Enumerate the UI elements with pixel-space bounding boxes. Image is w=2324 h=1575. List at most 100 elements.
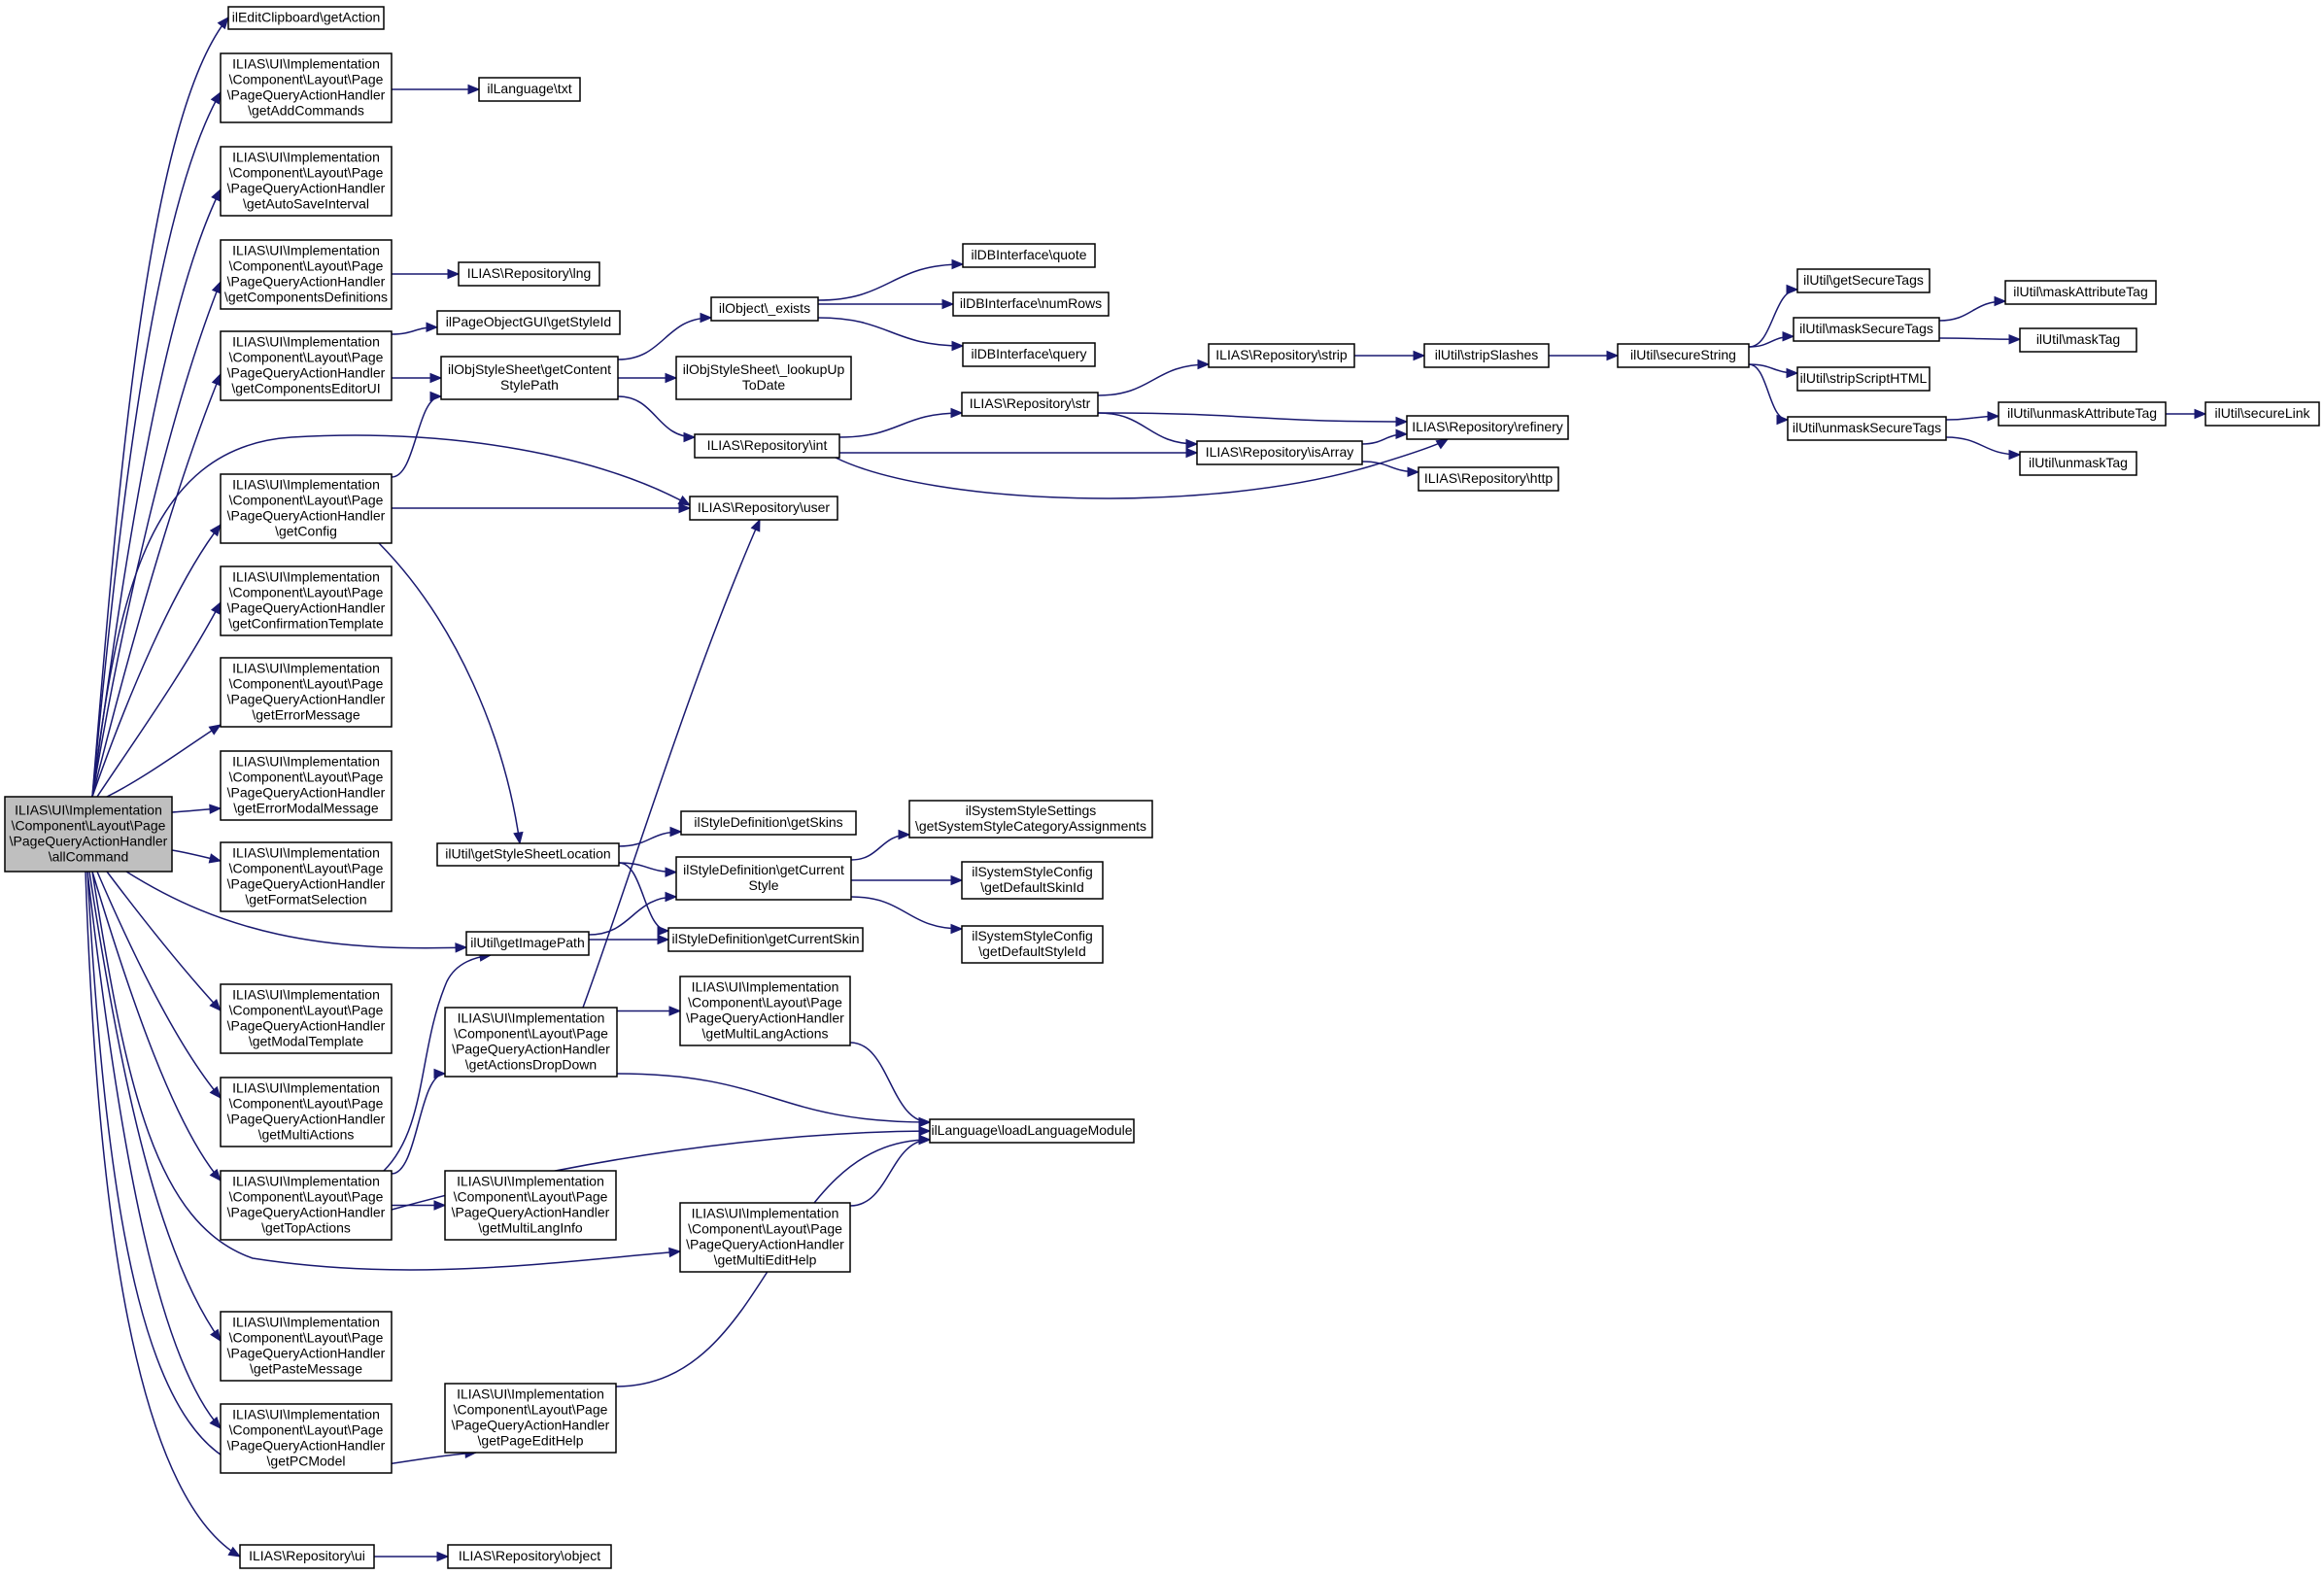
edge-n24-to-n21 (582, 519, 761, 1009)
node-n56[interactable]: ilUtil\unmaskAttributeTag (1998, 401, 2167, 427)
node-label-line: ILIAS\UI\Implementation (458, 1010, 605, 1026)
node-n51[interactable]: ilUtil\maskSecureTags (1793, 317, 1940, 342)
node-box (220, 1077, 393, 1147)
edge-n45-to-n48-arrowhead (1413, 350, 1426, 361)
node-label-line: \getComponentsEditorUI (231, 381, 380, 396)
node-n15[interactable]: ILIAS\UI\Implementation\Component\Layout… (220, 1403, 393, 1474)
node-n36[interactable]: ilLanguage\loadLanguageModule (929, 1118, 1135, 1144)
node-n28[interactable]: ilObject\_exists (710, 296, 819, 322)
node-n13[interactable]: ILIAS\UI\Implementation\Component\Layout… (220, 1170, 393, 1241)
node-n33[interactable]: ilStyleDefinition\getCurrentSkin (667, 927, 864, 952)
node-label-line: ilUtil\secureLink (2214, 405, 2310, 421)
node-n41[interactable]: ILIAS\Repository\isArray (1196, 440, 1363, 465)
edges-layer (85, 16, 2207, 1562)
node-n49[interactable]: ilUtil\secureString (1617, 343, 1750, 368)
node-n3[interactable]: ILIAS\UI\Implementation\Component\Layout… (220, 146, 393, 217)
node-box (239, 1544, 375, 1569)
node-label-line: ilUtil\secureString (1630, 347, 1736, 362)
edge-n6-to-n21-arrowhead (678, 502, 692, 514)
node-n37[interactable]: ilDBInterface\quote (962, 243, 1096, 268)
node-n44[interactable]: ilSystemStyleConfig\getDefaultStyleId (961, 925, 1104, 964)
node-n25[interactable]: ILIAS\UI\Implementation\Component\Layout… (444, 1170, 617, 1241)
edge-n22-to-n32-arrowhead (665, 867, 678, 877)
node-n39[interactable]: ilDBInterface\query (962, 342, 1096, 367)
node-n43[interactable]: ilSystemStyleConfig\getDefaultSkinId (961, 861, 1104, 900)
node-n17[interactable]: ilLanguage\txt (478, 77, 581, 102)
node-label-line: \getMultiEditHelp (714, 1252, 817, 1268)
node-box (962, 342, 1096, 367)
node-n12[interactable]: ILIAS\UI\Implementation\Component\Layout… (220, 1077, 393, 1147)
node-label-line: \Component\Layout\Page (229, 1189, 384, 1205)
node-label-line: ilUtil\maskTag (2036, 331, 2120, 347)
node-box (667, 927, 864, 952)
node-n1[interactable]: ilEditClipboard\getAction (227, 6, 385, 30)
edge-n28-to-n37 (817, 263, 964, 301)
node-n9[interactable]: ILIAS\UI\Implementation\Component\Layout… (220, 750, 393, 821)
node-n27[interactable]: ILIAS\Repository\object (447, 1544, 612, 1569)
node-n30[interactable]: ILIAS\Repository\int (694, 433, 840, 459)
edge-n49-to-n53-arrowhead (1776, 414, 1790, 426)
node-box (908, 800, 1153, 839)
edge-n49-to-n50-arrowhead (1786, 284, 1799, 295)
node-root[interactable]: ILIAS\UI\Implementation\Component\Layout… (4, 796, 173, 873)
node-n24[interactable]: ILIAS\UI\Implementation\Component\Layout… (444, 1007, 618, 1078)
node-n6[interactable]: ILIAS\UI\Implementation\Component\Layout… (220, 473, 393, 544)
node-label-line: \Component\Layout\Page (229, 350, 384, 365)
node-n18[interactable]: ILIAS\Repository\lng (458, 261, 600, 287)
node-box (962, 243, 1096, 268)
node-n52[interactable]: ilUtil\stripScriptHTML (1796, 366, 1931, 392)
node-label-line: StylePath (500, 377, 559, 393)
node-label-line: \Component\Layout\Page (229, 861, 384, 876)
node-n7[interactable]: ILIAS\UI\Implementation\Component\Layout… (220, 565, 393, 636)
node-n48[interactable]: ilUtil\stripSlashes (1423, 343, 1550, 368)
node-label-line: ILIAS\UI\Implementation (232, 150, 380, 165)
node-n42[interactable]: ilSystemStyleSettings\getSystemStyleCate… (908, 800, 1153, 839)
node-n55[interactable]: ilUtil\maskTag (2019, 327, 2137, 353)
node-label-line: \getAutoSaveInterval (243, 196, 369, 212)
node-n16[interactable]: ILIAS\Repository\ui (239, 1544, 375, 1569)
node-n10[interactable]: ILIAS\UI\Implementation\Component\Layout… (220, 841, 393, 912)
node-label-line: \PageQueryActionHandler (227, 692, 386, 707)
node-n50[interactable]: ilUtil\getSecureTags (1796, 268, 1931, 293)
node-n8[interactable]: ILIAS\UI\Implementation\Component\Layout… (220, 657, 393, 728)
edge-root-to-n14-arrowhead (210, 1328, 222, 1343)
node-n58[interactable]: ilUtil\secureLink (2204, 401, 2320, 427)
node-n22[interactable]: ilUtil\getStyleSheetLocation (436, 842, 620, 867)
node-label-line: \Component\Layout\Page (229, 1096, 384, 1112)
edge-n13-to-n23 (383, 954, 492, 1172)
node-n21[interactable]: ILIAS\Repository\user (689, 496, 838, 521)
node-n40[interactable]: ILIAS\Repository\str (961, 392, 1099, 417)
node-n23[interactable]: ilUtil\getImagePath (465, 931, 590, 956)
node-n57[interactable]: ilUtil\unmaskTag (2019, 451, 2137, 476)
node-n46[interactable]: ILIAS\Repository\refinery (1406, 415, 1569, 440)
node-n47[interactable]: ILIAS\Repository\http (1418, 466, 1559, 492)
node-n19[interactable]: ilPageObjectGUI\getStyleId (436, 310, 621, 335)
node-label-line: ILIAS\Repository\lng (467, 265, 592, 281)
node-n26[interactable]: ILIAS\UI\Implementation\Component\Layout… (444, 1383, 617, 1454)
edge-root-to-n16 (85, 871, 241, 1558)
node-n54[interactable]: ilUtil\maskAttributeTag (2004, 280, 2157, 305)
node-n34[interactable]: ILIAS\UI\Implementation\Component\Layout… (679, 976, 851, 1046)
node-box (961, 392, 1099, 417)
node-label-line: ilUtil\unmaskSecureTags (1793, 420, 1941, 435)
node-n11[interactable]: ILIAS\UI\Implementation\Component\Layout… (220, 983, 393, 1054)
node-n14[interactable]: ILIAS\UI\Implementation\Component\Layout… (220, 1311, 393, 1382)
node-n53[interactable]: ilUtil\unmaskSecureTags (1787, 416, 1947, 441)
node-n5[interactable]: ILIAS\UI\Implementation\Component\Layout… (220, 330, 393, 401)
node-n38[interactable]: ilDBInterface\numRows (952, 291, 1110, 317)
node-label-line: Style (748, 877, 778, 893)
node-n45[interactable]: ILIAS\Repository\strip (1208, 343, 1355, 368)
edge-n41-to-n46-arrowhead (1395, 428, 1409, 440)
node-n4[interactable]: ILIAS\UI\Implementation\Component\Layout… (220, 239, 393, 310)
node-label-line: \PageQueryActionHandler (227, 876, 386, 892)
edge-n40-to-n45-arrowhead (1197, 359, 1211, 370)
node-label-line: ILIAS\UI\Implementation (457, 1174, 604, 1189)
node-n31[interactable]: ilStyleDefinition\getSkins (680, 810, 857, 836)
node-label-line: ILIAS\UI\Implementation (232, 1407, 380, 1422)
edge-n20-to-n28-arrowhead (700, 312, 713, 324)
node-n2[interactable]: ILIAS\UI\Implementation\Component\Layout… (220, 52, 393, 123)
node-n35[interactable]: ILIAS\UI\Implementation\Component\Layout… (679, 1202, 851, 1273)
